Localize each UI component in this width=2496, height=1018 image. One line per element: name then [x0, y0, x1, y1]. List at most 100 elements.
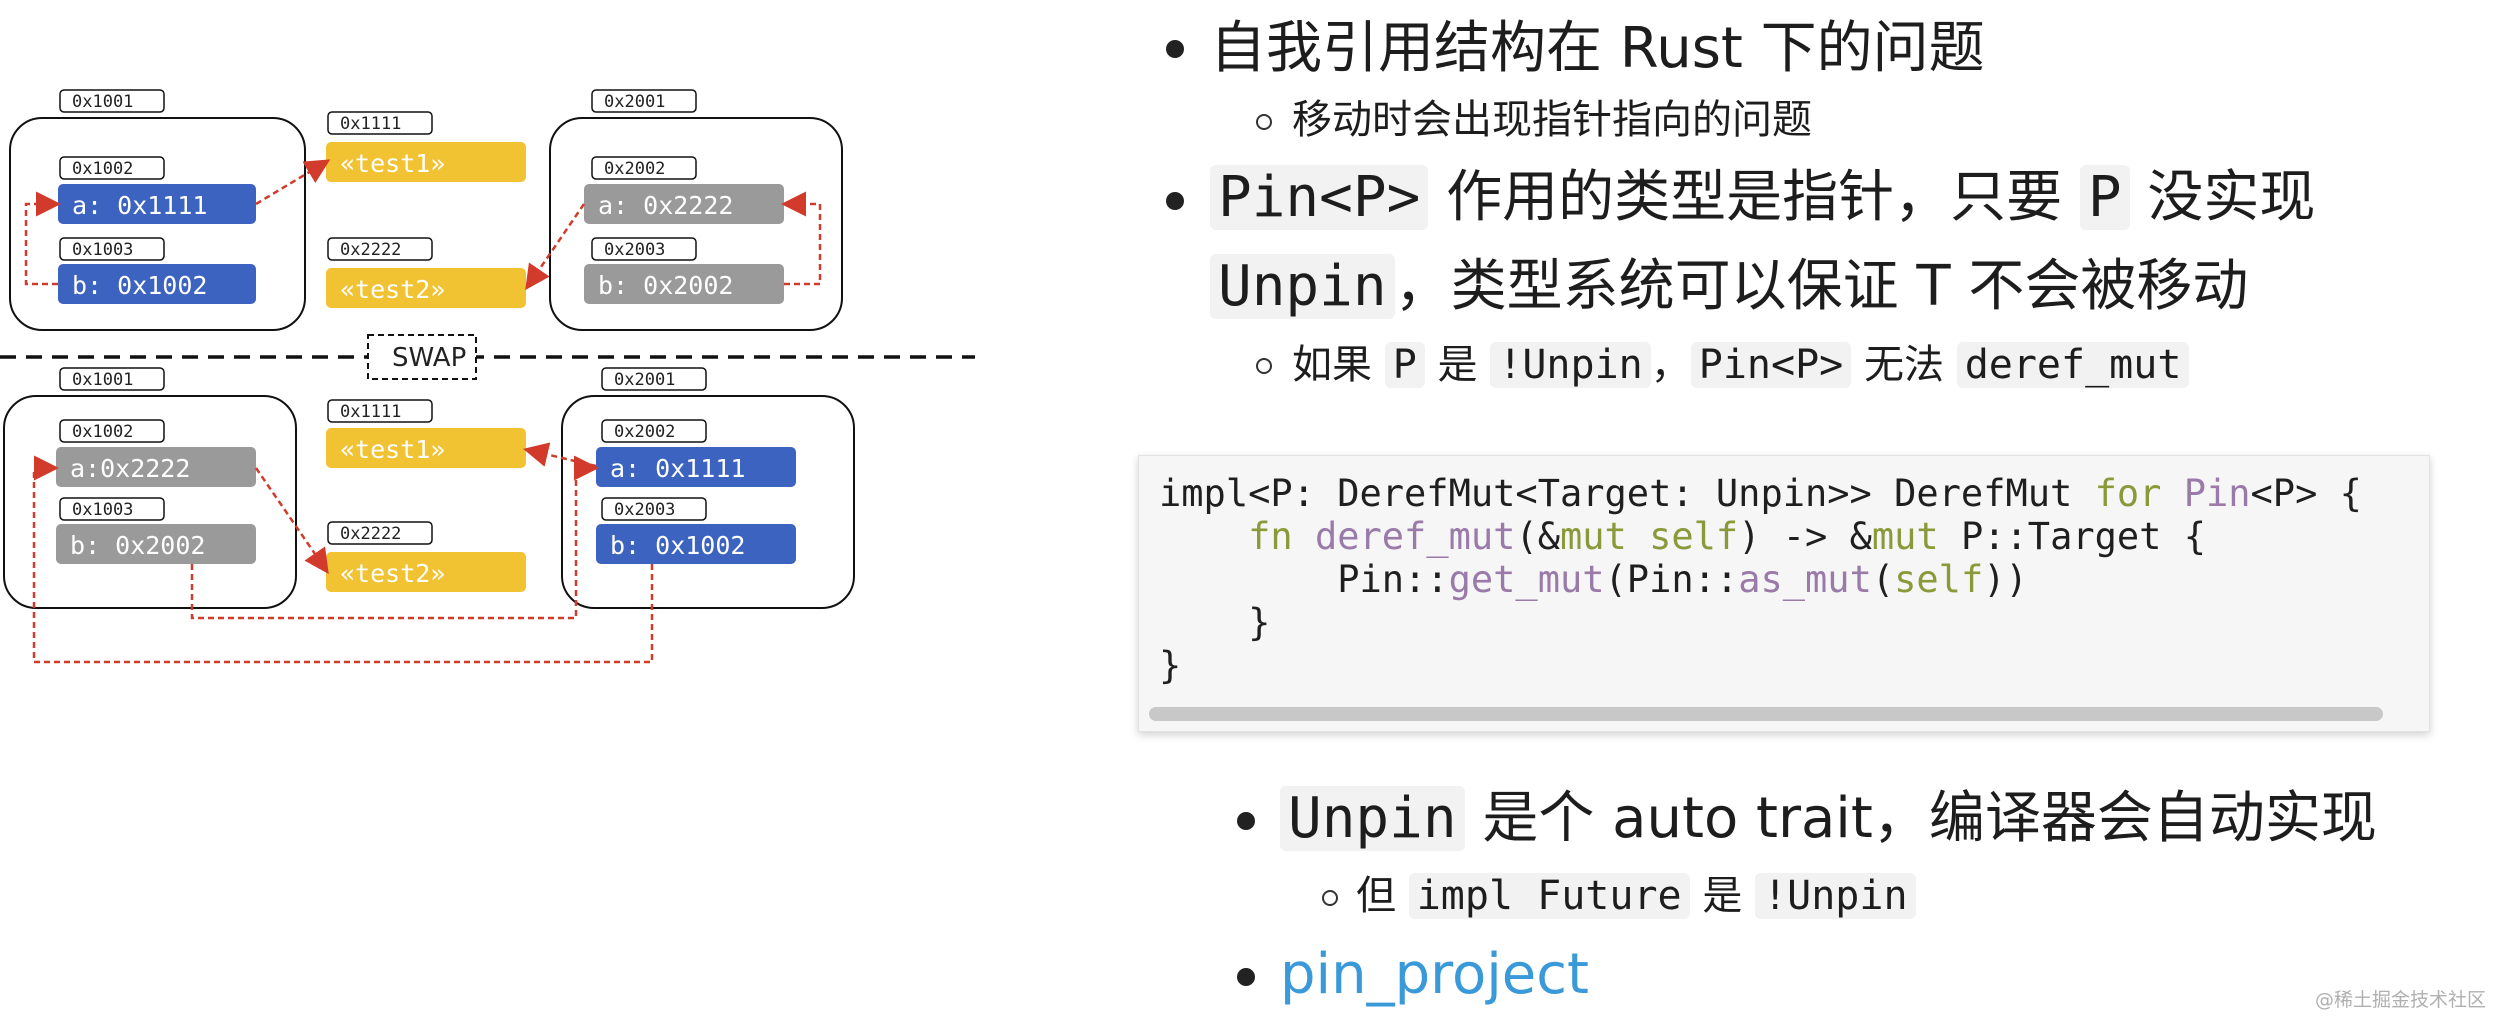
- bullet-1-sub-text: 移动时会出现指针指向的问题: [1292, 92, 1812, 148]
- top-test2-addr: 0x2222: [340, 240, 401, 260]
- bottom-left-a-label: a:0x2222: [70, 454, 190, 483]
- bottom-left-outer-addr-tag: [59, 367, 165, 391]
- bottom-test1-label: «test1»: [340, 435, 445, 464]
- bullet-3-sub-t2: 是: [1689, 873, 1756, 919]
- bottom-right-a-addr-tag: [601, 419, 707, 443]
- bottom-test1-addr: 0x1111: [340, 402, 401, 422]
- bullet-1-dot: [1166, 40, 1184, 58]
- swap-label: SWAP: [392, 343, 466, 373]
- top-left-outer-addr-tag: [59, 89, 165, 113]
- bullet-3-unpin-code: Unpin: [1280, 786, 1465, 851]
- bottom-arrow-left-a-to-test2: [254, 467, 329, 575]
- top-left-b-box: [58, 264, 256, 304]
- bottom-left-b-box: [56, 524, 256, 564]
- code-text: impl<P: DerefMut<Target: Unpin>> DerefMu…: [1139, 456, 2429, 687]
- bottom-test1-addr-tag: [327, 399, 433, 423]
- bullet-1-sub-circle: [1256, 114, 1272, 130]
- top-left-outer-addr: 0x1001: [72, 92, 133, 112]
- code-token: Pin::: [1159, 558, 1449, 601]
- bottom-left-a-box: [56, 447, 256, 487]
- bottom-arrow-right-b-to-left-a: [32, 455, 654, 664]
- code-token: as_mut: [1738, 558, 1872, 601]
- top-left-a-box: [58, 184, 256, 224]
- code-token: self: [1649, 515, 1739, 558]
- top-left-b-label: b: 0x1002: [72, 271, 207, 300]
- bullet-2-sub-t4: 无法: [1851, 342, 1957, 388]
- bottom-right-outer-addr: 0x2001: [614, 370, 675, 390]
- bottom-test2-box: [326, 552, 526, 592]
- bottom-left-b-label: b: 0x2002: [70, 531, 205, 560]
- top-test1-addr: 0x1111: [340, 114, 401, 134]
- bullet-2-sub-c1: P: [1384, 342, 1425, 388]
- top-left-b-addr-tag: [59, 237, 165, 261]
- bullet-3-label: 是个 auto trait，编译器会自动实现: [1464, 786, 2377, 851]
- code-token: (: [1871, 558, 1895, 601]
- code-token: P::Target {: [1938, 515, 2207, 558]
- code-token: mut: [1871, 515, 1939, 558]
- code-token: get_mut: [1448, 558, 1605, 601]
- watermark: @稀土掘金技术社区: [2314, 989, 2486, 1011]
- code-horizontal-scrollbar[interactable]: [1149, 707, 2383, 721]
- p-code: P: [2079, 165, 2130, 230]
- top-right-b-addr-tag: [591, 237, 697, 261]
- bullet-2-sub-c2: !Unpin: [1490, 342, 1651, 388]
- bullet-3-sub-c2: !Unpin: [1755, 873, 1916, 919]
- bullet-2-text-1: 作用的类型是指针，只要: [1428, 165, 2080, 230]
- bottom-left-a-addr: 0x1002: [72, 422, 133, 442]
- top-right-a-addr-tag: [591, 156, 697, 180]
- bullet-3-text: Unpin 是个 auto trait，编译器会自动实现: [1280, 784, 2377, 854]
- top-left-a-addr-tag: [59, 156, 165, 180]
- bottom-arrow-left-b-to-right-a: [190, 455, 599, 620]
- bullet-2-line-2: Unpin，类型系统可以保证 T 不会被移动: [1210, 252, 2248, 322]
- bullet-2-sub-t2: 是: [1424, 342, 1491, 388]
- diagram-svg: 0x1001 0x1002 a: 0x1111 0x1003 b: 0x1002…: [0, 89, 975, 664]
- code-token: }: [1159, 601, 1271, 644]
- top-right-outer-addr: 0x2001: [604, 92, 665, 112]
- top-right-b-box: [584, 264, 784, 304]
- bottom-left-a-addr-tag: [59, 419, 165, 443]
- top-right-a-addr: 0x2002: [604, 159, 665, 179]
- top-left-b-addr: 0x1003: [72, 240, 133, 260]
- pin-project-link[interactable]: pin_project: [1280, 942, 1589, 1007]
- bullet-1-text: 自我引用结构在 Rust 下的问题: [1210, 14, 1985, 84]
- bullet-3-sub-t1: 但: [1356, 873, 1409, 919]
- bullet-2-sub-t1: 如果: [1292, 342, 1385, 388]
- bullet-2-sub-circle: [1256, 358, 1272, 374]
- code-token: [2161, 472, 2183, 515]
- bullet-3-sub-text: 但 impl Future 是 !Unpin: [1356, 868, 1916, 924]
- code-token: [1293, 515, 1315, 558]
- top-test1-addr-tag: [327, 111, 433, 135]
- bottom-right-b-addr-tag: [601, 497, 707, 521]
- bullet-1-label: 自我引用结构在 Rust 下的问题: [1210, 16, 1985, 81]
- top-arrow-right-a-to-test2: [525, 203, 586, 291]
- code-token: for: [2094, 472, 2162, 515]
- bottom-left-container: [3, 395, 297, 609]
- bullet-4-dot: [1237, 968, 1255, 986]
- top-test1-box: [326, 142, 526, 182]
- bullet-2-sub-c4: deref_mut: [1956, 342, 2190, 388]
- top-arrow-b-to-a: [24, 191, 61, 286]
- bottom-left-b-addr-tag: [59, 497, 165, 521]
- bottom-test2-addr-tag: [327, 521, 433, 545]
- bullet-2-sub-t3: ，: [1650, 342, 1691, 388]
- code-token: ) -> &: [1738, 515, 1872, 558]
- bullet-3-dot: [1237, 812, 1255, 830]
- code-token: [1627, 515, 1649, 558]
- bottom-right-a-box: [596, 447, 796, 487]
- top-right-b-addr: 0x2003: [604, 240, 665, 260]
- code-token: mut: [1560, 515, 1627, 558]
- code-block[interactable]: impl<P: DerefMut<Target: Unpin>> DerefMu…: [1138, 455, 2430, 732]
- code-token: self: [1894, 558, 1984, 601]
- bottom-left-outer-addr: 0x1001: [72, 370, 133, 390]
- bottom-right-outer-addr-tag: [601, 367, 707, 391]
- code-line: Pin::get_mut(Pin::as_mut(self)): [1159, 558, 2028, 601]
- code-token: <P> {: [2250, 472, 2362, 515]
- code-token: [1159, 515, 1248, 558]
- top-right-a-box: [584, 184, 784, 224]
- code-line: impl<P: DerefMut<Target: Unpin>> DerefMu…: [1159, 472, 2362, 515]
- bottom-test2-label: «test2»: [340, 559, 445, 588]
- bottom-right-b-addr: 0x2003: [614, 500, 675, 520]
- top-right-container: [549, 117, 843, 331]
- top-arrow-a-to-test1: [255, 159, 331, 206]
